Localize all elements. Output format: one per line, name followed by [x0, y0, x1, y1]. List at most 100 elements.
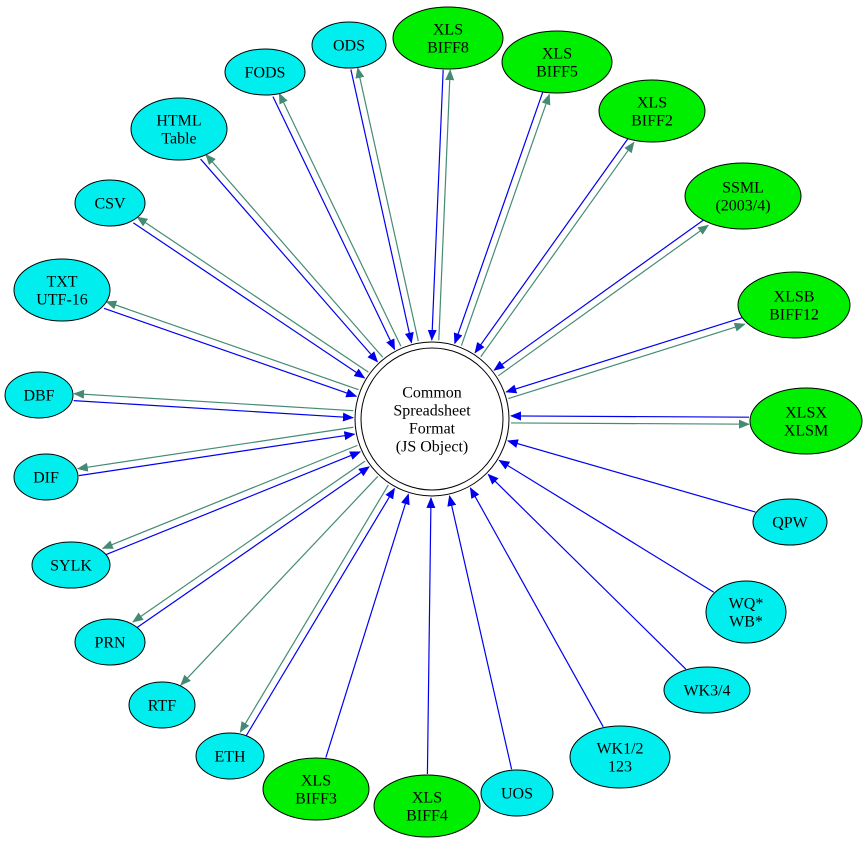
edge-write-ssml-2003-4	[497, 224, 709, 377]
node-dbf: DBF	[4, 371, 74, 419]
edge-read-dif	[78, 431, 356, 477]
node-label-rtf: RTF	[148, 698, 176, 715]
edge-read-dbf	[73, 400, 354, 422]
edge-write-txt-utf16	[105, 300, 359, 391]
node-ellipse-xls-biff4	[373, 774, 481, 838]
node-rtf: RTF	[128, 681, 196, 729]
node-ellipse-dif	[13, 453, 79, 501]
edge-write-html-table	[205, 153, 384, 358]
node-ellipse-fods	[224, 48, 306, 96]
edge-write-prn	[132, 460, 366, 623]
node-ellipse-uos	[480, 769, 554, 817]
edge-read-xls-biff2	[474, 138, 629, 354]
node-fods: FODS	[224, 48, 306, 96]
node-ellipse-xlsx-xlsm	[749, 387, 863, 455]
node-label-csv: CSV	[94, 196, 126, 213]
edge-read-ods	[350, 69, 414, 344]
edge-write-xls-biff2	[480, 141, 635, 358]
node-ellipse-html-table	[130, 97, 228, 161]
edge-read-xlsb-biff12	[505, 316, 743, 394]
node-label-eth: ETH	[214, 749, 246, 766]
node-wk3-4: WK3/4	[663, 666, 751, 714]
edge-read-fods	[272, 96, 396, 351]
node-ssml-2003-4: SSML(2003/4)	[684, 162, 802, 230]
node-ellipse-ods	[311, 21, 387, 69]
node-ellipse-csv	[74, 179, 146, 227]
node-label-ssml-2003-4: SSML(2003/4)	[715, 180, 770, 215]
edge-write-dif	[76, 426, 354, 472]
node-label-wk3-4: WK3/4	[683, 683, 730, 700]
edges-layer	[73, 67, 756, 775]
node-ellipse-xls-biff2	[598, 79, 706, 143]
edge-read-prn	[136, 466, 370, 629]
edge-read-ssml-2003-4	[493, 219, 705, 371]
node-ods: ODS	[311, 21, 387, 69]
edge-read-sylk	[105, 451, 362, 556]
node-ellipse-ssml-2003-4	[684, 162, 802, 230]
edge-read-xls-biff4	[426, 496, 436, 775]
edge-write-dbf	[73, 389, 354, 412]
node-label-dbf: DBF	[23, 388, 54, 405]
edge-read-xls-biff5	[453, 92, 544, 345]
edge-read-wk1-2-123	[469, 487, 604, 728]
edge-write-xlsb-biff12	[508, 322, 746, 400]
edge-read-html-table	[200, 158, 379, 363]
node-prn: PRN	[74, 618, 146, 666]
node-ellipse-xlsb-biff12	[737, 271, 851, 339]
node-label-fods: FODS	[245, 65, 286, 82]
node-label-prn: PRN	[94, 635, 126, 652]
node-ellipse-wk3-4	[663, 666, 751, 714]
edge-read-qpw	[506, 439, 756, 513]
node-sylk: SYLK	[31, 541, 111, 589]
node-eth: ETH	[195, 732, 265, 780]
node-dif: DIF	[13, 453, 79, 501]
edge-read-xls-biff3	[325, 493, 410, 758]
edge-read-wk3-4	[487, 473, 687, 670]
node-ellipse-wk1-2-123	[569, 725, 671, 789]
center-node-inner-circle	[360, 347, 504, 491]
edge-write-fods	[278, 92, 402, 347]
edge-read-xls-biff8	[427, 69, 444, 341]
node-ellipse-eth	[195, 732, 265, 780]
node-wq-wb: WQ*WB*	[705, 580, 787, 644]
edge-write-xls-biff8	[438, 69, 455, 341]
node-ellipse-prn	[74, 618, 146, 666]
node-csv: CSV	[74, 179, 146, 227]
node-ellipse-xls-biff5	[501, 30, 613, 94]
node-ellipse-xls-biff3	[262, 757, 370, 821]
node-label-uos: UOS	[501, 786, 533, 803]
node-label-dif: DIF	[33, 470, 59, 487]
node-ellipse-sylk	[31, 541, 111, 589]
edge-read-xlsx-xlsm	[510, 411, 750, 421]
edge-read-eth	[245, 487, 395, 736]
node-ellipse-wq-wb	[705, 580, 787, 644]
node-ellipse-dbf	[4, 371, 74, 419]
edge-read-txt-utf16	[103, 307, 358, 398]
edge-write-ods	[355, 67, 419, 342]
center-node-outer-circle	[354, 341, 510, 497]
edge-read-wq-wb	[498, 459, 715, 593]
node-label-sylk: SYLK	[50, 558, 92, 575]
node-label-wq-wb: WQ*WB*	[729, 596, 764, 631]
